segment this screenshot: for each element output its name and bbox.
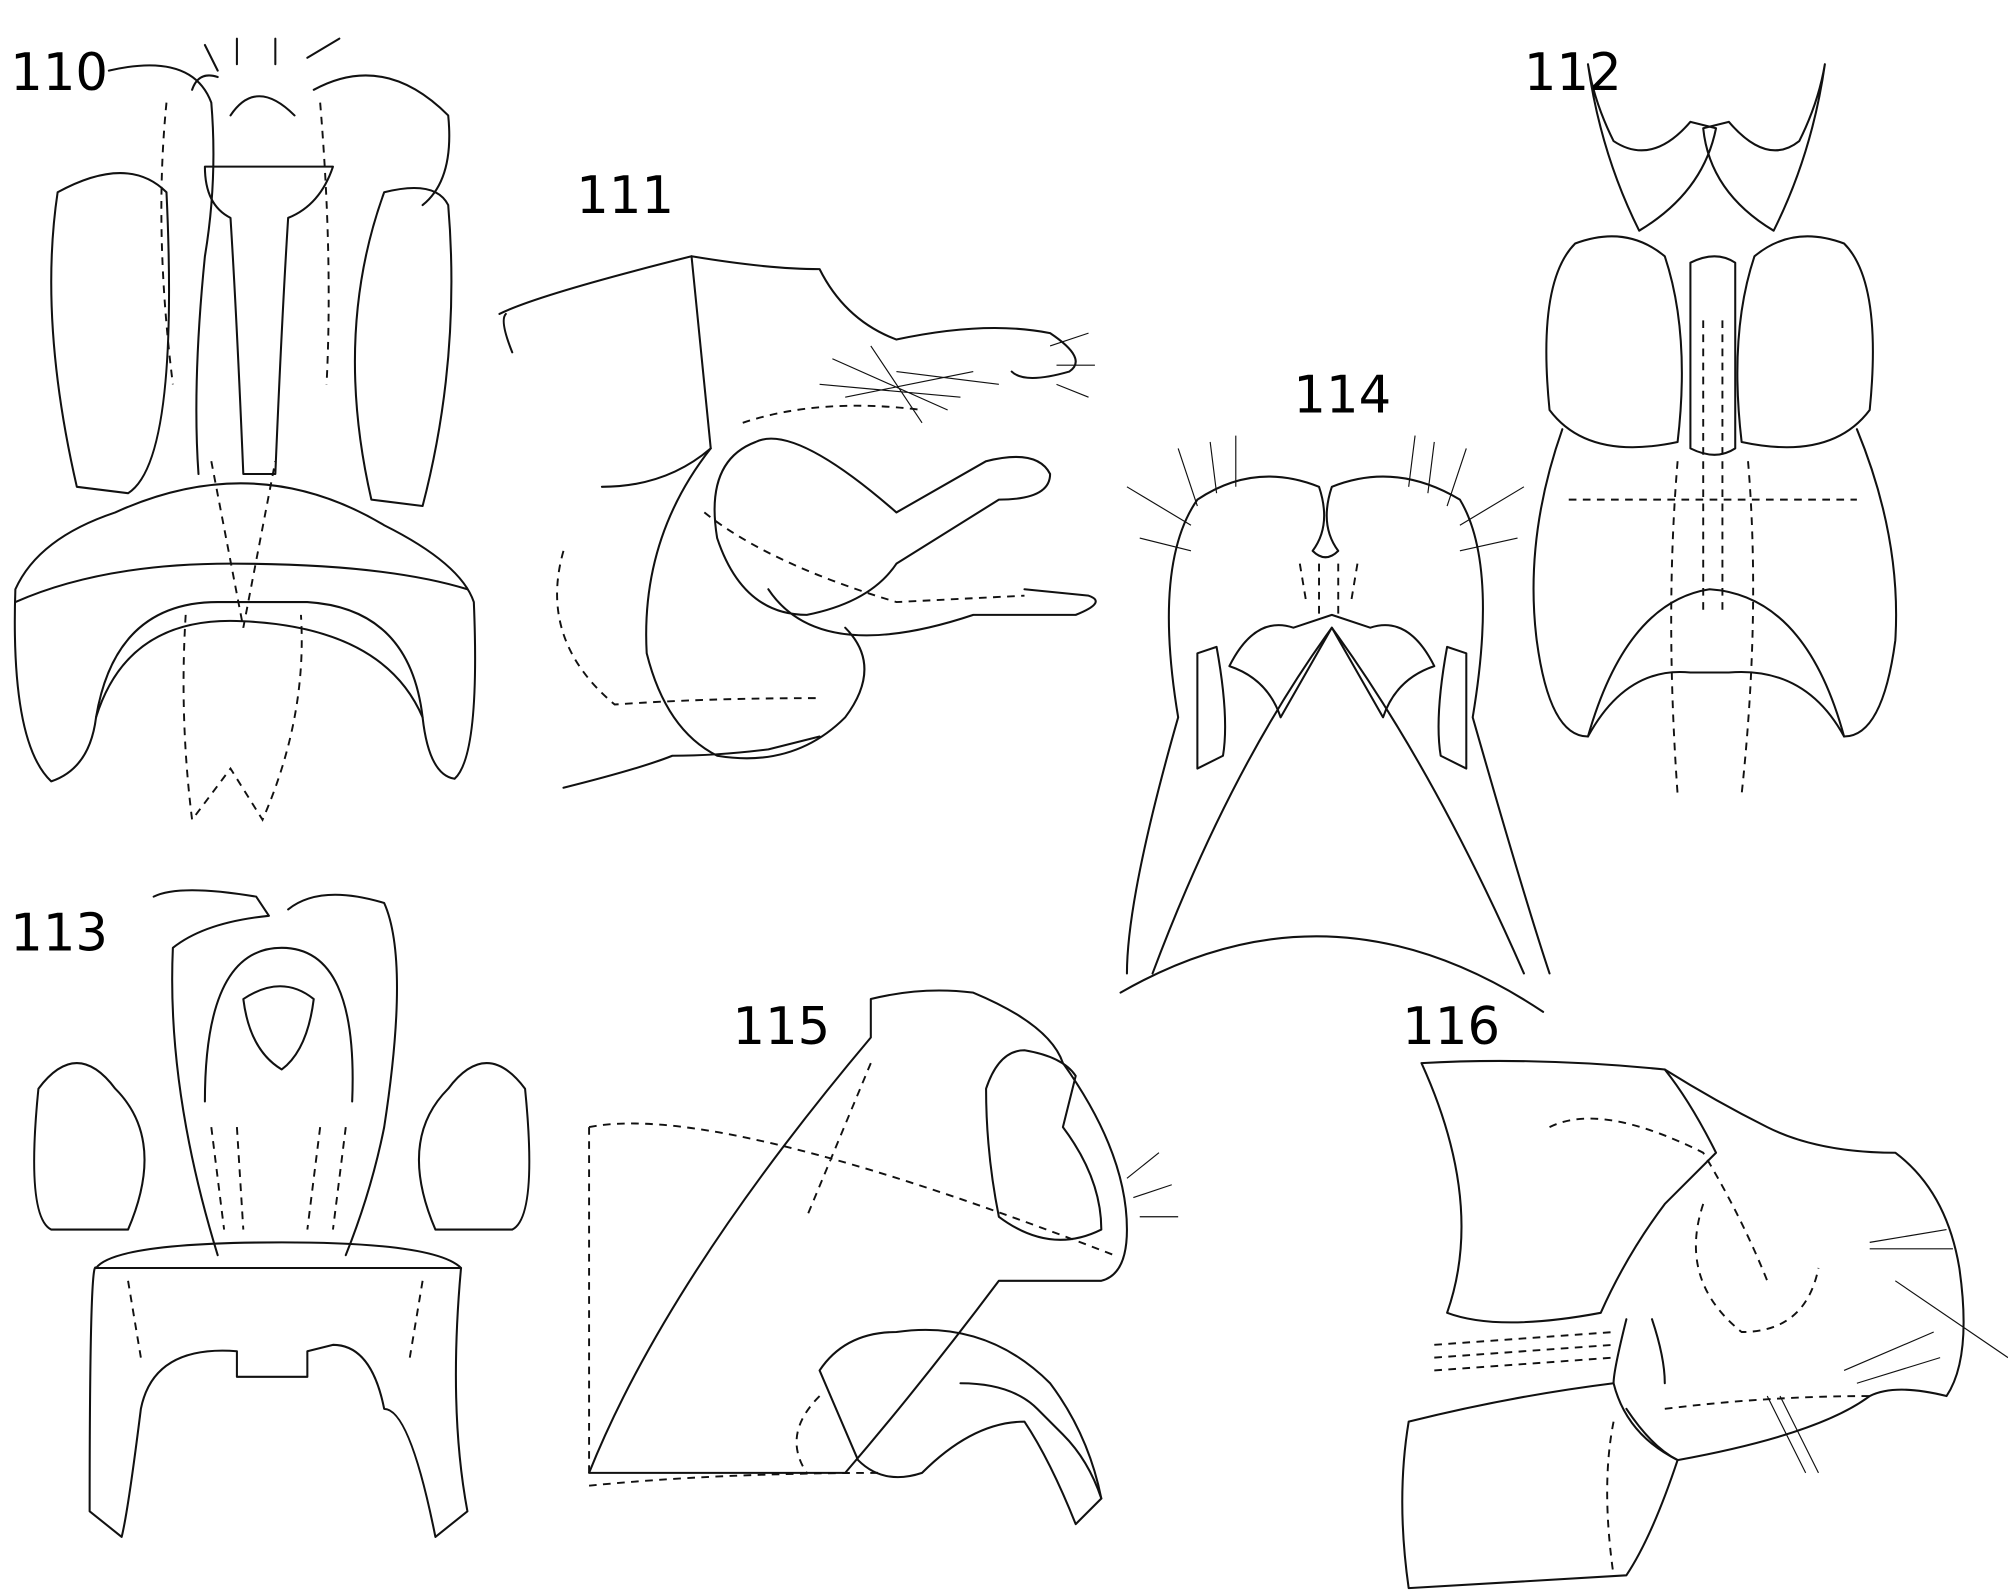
figure-label-116: 116: [1402, 997, 1500, 1057]
figure-114-drawing: [1119, 435, 1551, 1013]
figure-116-drawing: [1401, 1059, 2008, 1590]
figure-113-drawing: [33, 889, 531, 1538]
figure-label-112: 112: [1524, 43, 1622, 103]
figure-label-114: 114: [1293, 366, 1391, 426]
figure-label-115: 115: [733, 997, 831, 1057]
figure-112-drawing: [1532, 63, 1898, 795]
figure-label-113: 113: [10, 903, 108, 963]
figure-111-drawing: [498, 255, 1097, 789]
figure-110-drawing: [13, 37, 477, 823]
figure-label-110: 110: [10, 43, 108, 103]
figure-label-111: 111: [576, 166, 674, 226]
figure-115-drawing: [588, 989, 1179, 1526]
